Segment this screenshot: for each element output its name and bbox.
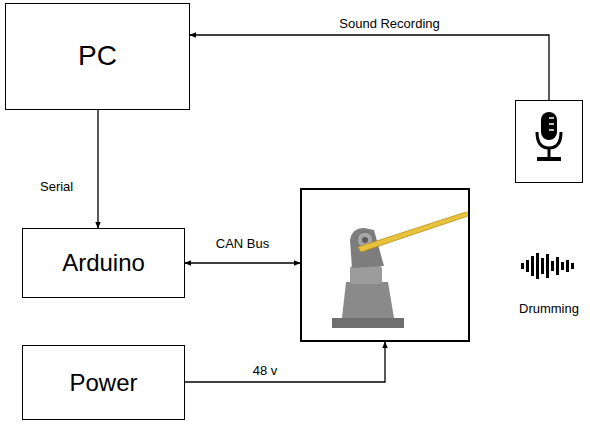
- sound-wave-bar: [551, 261, 554, 271]
- caption-label: Drumming: [517, 301, 581, 317]
- node-label: Arduino: [62, 249, 145, 277]
- sound-wave-bar: [541, 258, 544, 274]
- mic-grille: [549, 129, 554, 131]
- robot-box: [300, 188, 470, 342]
- mic-capsule: [541, 112, 557, 140]
- mic-grille: [549, 117, 554, 119]
- node-label: PC: [78, 40, 117, 72]
- edge-label: Serial: [38, 179, 75, 195]
- mic-grille: [549, 123, 554, 125]
- connector-arrow: [185, 262, 300, 263]
- edge-label: 48 v: [251, 363, 280, 379]
- robot-joint-pin: [362, 237, 368, 243]
- sound-wave-bar: [521, 263, 524, 269]
- microphone-box: [515, 100, 583, 183]
- mic-foot: [537, 157, 561, 161]
- sound-wave-bar: [556, 257, 559, 275]
- sound-wave-bar: [566, 260, 569, 272]
- sound-wave-bar: [526, 260, 529, 272]
- sound-wave-bar: [546, 254, 549, 278]
- sound-wave-bar: [571, 263, 574, 269]
- microphone-icon: [537, 112, 561, 161]
- robot-shoulder: [350, 266, 382, 284]
- sound-wave-bar: [531, 256, 534, 276]
- mic-holder: [537, 132, 561, 148]
- power-box: Power: [22, 345, 185, 420]
- edge-label: Sound Recording: [337, 16, 441, 32]
- sound-wave-icon: [521, 253, 574, 279]
- connector-arrow: [185, 342, 385, 382]
- robot-base: [342, 282, 394, 318]
- robot-illustration: [332, 212, 470, 329]
- edge-label: CAN Bus: [214, 236, 271, 252]
- robot-base-plate: [332, 318, 404, 328]
- node-label: Power: [69, 369, 137, 397]
- sound-wave-bar: [536, 253, 539, 279]
- connector-arrow: [97, 110, 98, 228]
- arduino-box: Arduino: [22, 228, 185, 298]
- mic-stem: [548, 148, 551, 158]
- drumstick: [358, 212, 468, 252]
- pc-box: PC: [5, 3, 190, 110]
- connector-arrow: [190, 35, 549, 100]
- sound-wave-bar: [561, 262, 564, 270]
